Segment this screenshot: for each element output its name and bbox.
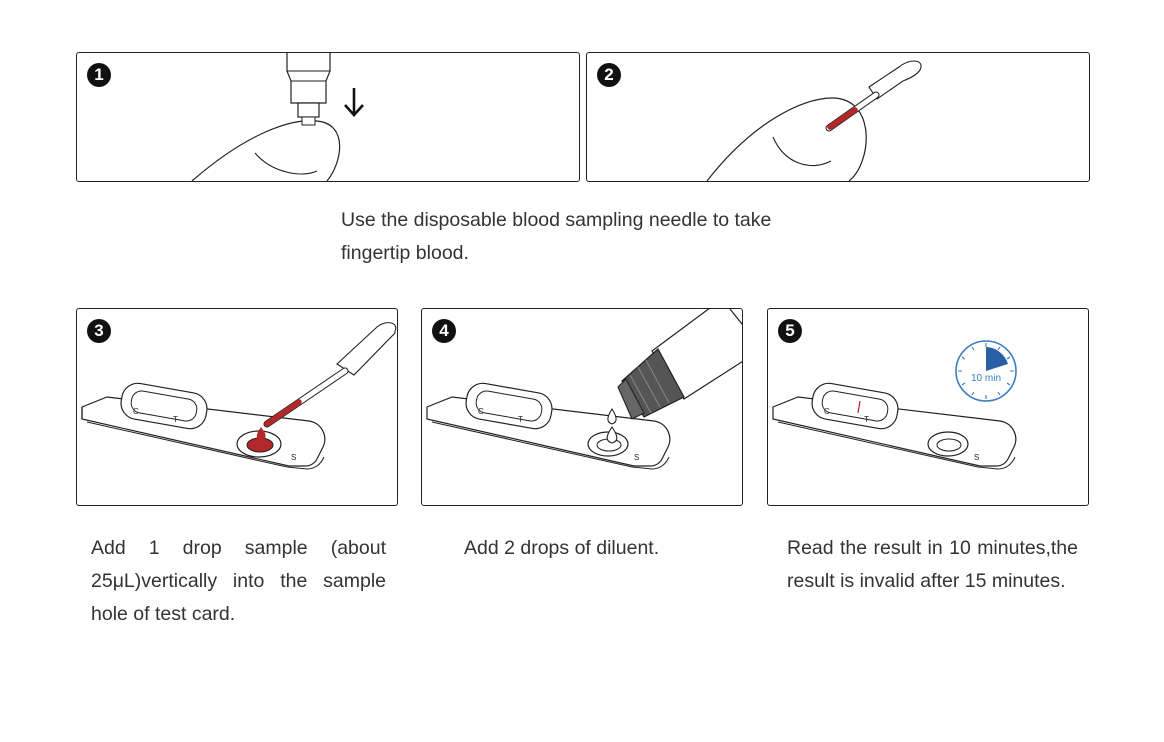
result-line	[857, 400, 861, 414]
lancet-body	[286, 53, 331, 104]
fingertip-caption: Use the disposable blood sampling needle…	[341, 209, 772, 264]
svg-text:C: C	[133, 407, 139, 416]
diluent-drops	[606, 407, 618, 444]
result-window	[465, 382, 553, 430]
finger-pipette-illustration	[706, 60, 922, 181]
timer-progress-wedge	[986, 347, 1008, 371]
lancet-tip	[297, 102, 320, 118]
fingernail-line	[772, 136, 832, 166]
step-2-badge: 2	[597, 63, 621, 87]
step-3-panel: 3 C T S	[76, 308, 398, 506]
svg-text:T: T	[518, 415, 523, 424]
finger-lancet-illustration	[191, 53, 364, 181]
svg-text:S: S	[291, 453, 296, 462]
test-card-diluent-illustration: C T S	[426, 309, 742, 470]
diluent-bottle	[617, 309, 742, 420]
finger-outline	[706, 97, 867, 181]
svg-text:S: S	[634, 453, 639, 462]
step-5-caption: Read the result in 10 minutes,the result…	[787, 537, 1078, 592]
step-4-panel: 4 C T S	[421, 308, 743, 506]
svg-text:T: T	[173, 415, 178, 424]
blood-in-pipette	[827, 107, 858, 130]
result-window	[120, 382, 208, 430]
step-1-panel: 1	[76, 52, 580, 182]
sample-hole	[927, 431, 969, 457]
test-card-sample-illustration: C T S	[81, 322, 397, 470]
svg-text:C: C	[824, 407, 830, 416]
step-3-badge: 3	[87, 319, 111, 343]
svg-text:T: T	[864, 415, 869, 424]
arrow-down-icon	[344, 88, 364, 117]
pipette-bulb	[336, 322, 397, 376]
finger-outline	[191, 120, 341, 181]
timer-label: 10 min	[971, 373, 1001, 384]
fingernail-line	[254, 152, 318, 175]
sample-hole	[236, 430, 282, 458]
blood-drop	[256, 427, 266, 441]
step-1-badge: 1	[87, 63, 111, 87]
step-2-panel: 2	[586, 52, 1090, 182]
step-5-panel: 5 C T S	[767, 308, 1089, 506]
timer-icon: 10 min	[955, 340, 1017, 402]
result-window	[811, 382, 899, 430]
step-3-caption: Add 1 drop sample (about 25μL)vertically…	[91, 537, 386, 625]
svg-text:S: S	[974, 453, 979, 462]
step-4-badge: 4	[432, 319, 456, 343]
pipette-bulb	[868, 60, 922, 100]
step-5-badge: 5	[778, 319, 802, 343]
test-card-result-illustration: C T S 10 min	[772, 340, 1017, 470]
blood-in-pipette	[264, 399, 302, 427]
svg-text:C: C	[478, 407, 484, 416]
step-4-caption: Add 2 drops of diluent.	[464, 537, 660, 559]
